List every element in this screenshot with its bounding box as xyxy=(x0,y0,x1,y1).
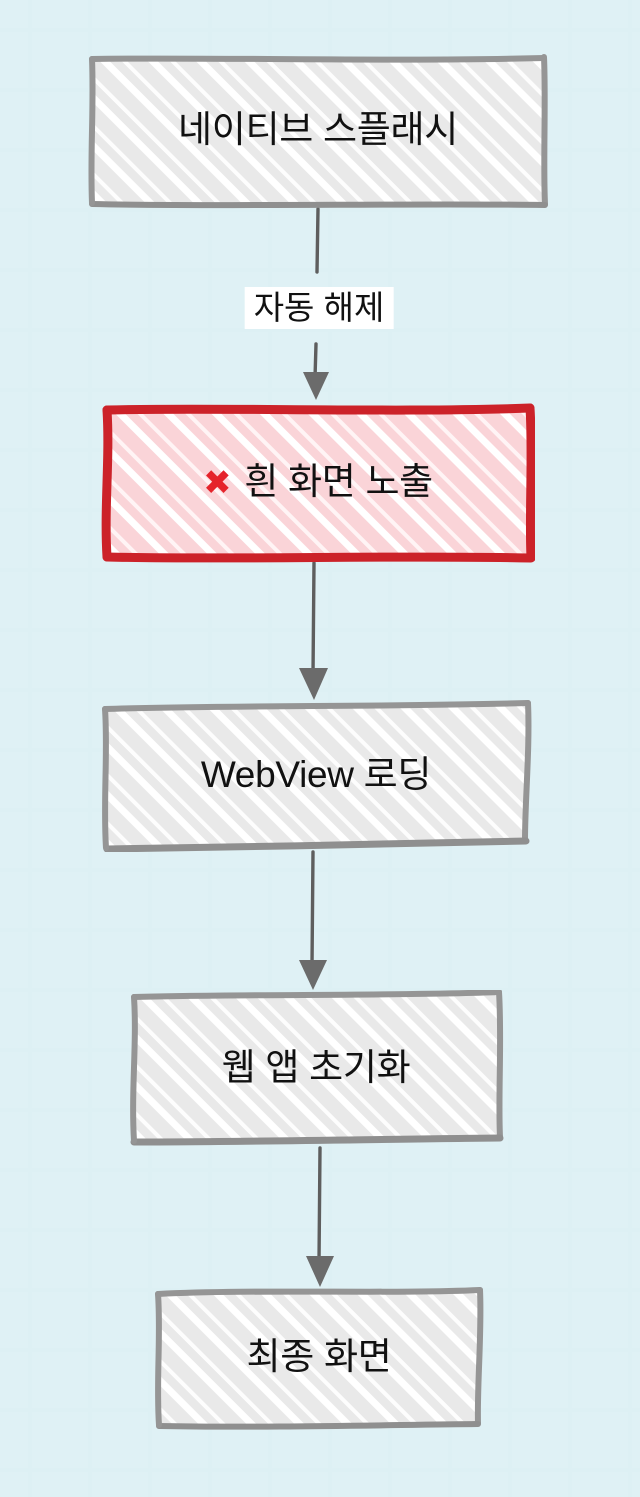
node-label: 흰 화면 노출 xyxy=(244,460,433,502)
node-webapp-init-shape xyxy=(130,990,504,1146)
arrowhead-icon xyxy=(299,668,328,700)
node-native-splash[interactable]: 네이티브 스플래시 xyxy=(88,53,548,209)
node-white-screen-shape xyxy=(101,403,535,563)
arrowhead-icon xyxy=(303,372,329,400)
node-webapp-init-text: 웹 앱 초기화 xyxy=(222,1046,411,1092)
edge-webapp-init-to-final-screen xyxy=(306,1146,334,1287)
node-label: 웹 앱 초기화 xyxy=(221,1046,411,1088)
edge-native-splash-to-white-screen xyxy=(303,207,329,400)
node-final-screen-text: 최종 화면 xyxy=(247,1335,392,1381)
cross-mark-icon: ✖ xyxy=(203,463,232,502)
node-webview-loading[interactable]: WebView 로딩 xyxy=(100,700,532,852)
node-label: 네이티브 스플래시 xyxy=(178,108,458,150)
node-white-screen-text: ✖ 흰 화면 노출 xyxy=(203,460,433,506)
node-final-screen[interactable]: 최종 화면 xyxy=(153,1286,485,1430)
arrowhead-icon xyxy=(299,960,327,990)
node-native-splash-text: 네이티브 스플래시 xyxy=(178,108,458,154)
edge-webview-loading-to-webapp-init xyxy=(299,850,327,990)
arrowhead-icon xyxy=(306,1256,334,1287)
edge-white-screen-to-webview-loading xyxy=(299,561,328,700)
node-webview-loading-text: WebView 로딩 xyxy=(200,753,432,799)
node-native-splash-shape xyxy=(88,54,548,209)
node-final-screen-shape xyxy=(155,1287,484,1430)
node-webapp-init[interactable]: 웹 앱 초기화 xyxy=(128,990,504,1148)
node-label: WebView 로딩 xyxy=(200,753,432,795)
node-white-screen[interactable]: ✖ 흰 화면 노출 xyxy=(101,403,535,563)
edge-label-auto-dismiss: 자동 해제 xyxy=(244,287,394,330)
node-label: 최종 화면 xyxy=(246,1335,392,1377)
node-webview-loading-shape xyxy=(102,700,532,852)
